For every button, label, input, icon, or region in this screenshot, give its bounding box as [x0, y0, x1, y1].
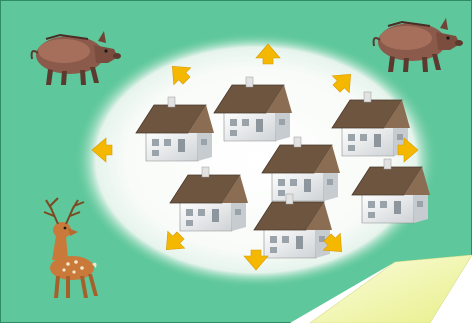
village-glow	[74, 32, 438, 288]
